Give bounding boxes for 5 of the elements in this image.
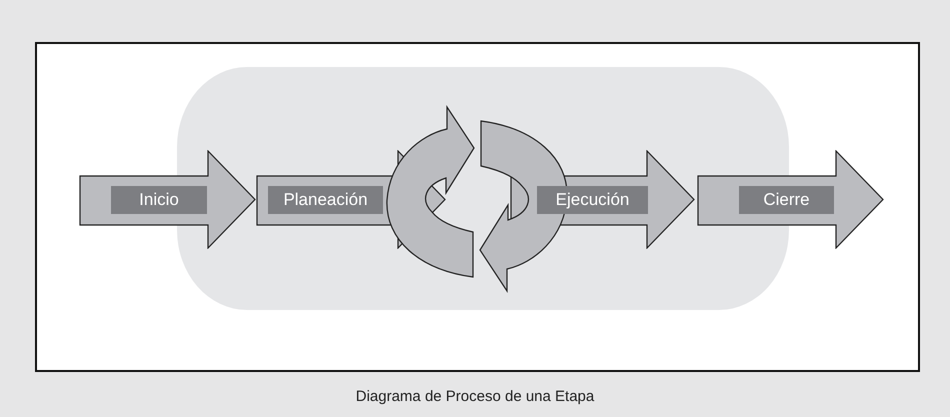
stage-label: Cierre: [739, 186, 834, 214]
stage-label: Planeación: [268, 186, 383, 214]
stage-label: Inicio: [111, 186, 207, 214]
caption: Diagrama de Proceso de una Etapa: [356, 388, 594, 405]
stage-label: Ejecución: [537, 186, 648, 214]
